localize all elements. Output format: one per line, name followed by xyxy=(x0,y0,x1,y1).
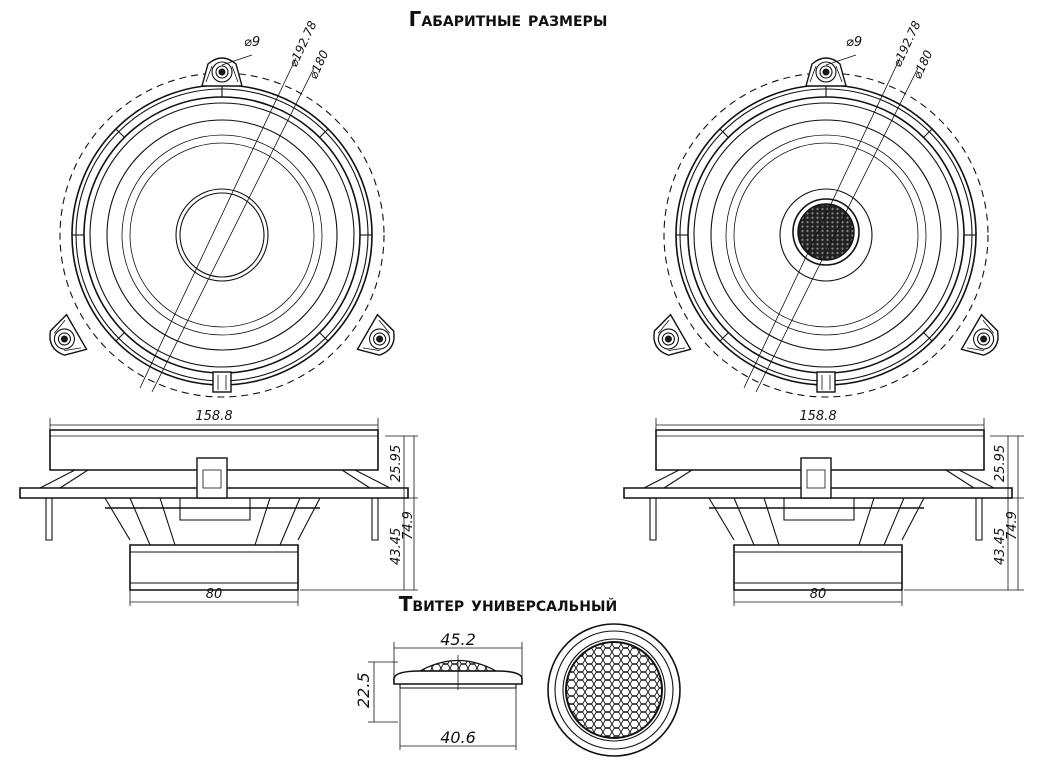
label-magnet-depth-left: 43.45 xyxy=(389,528,404,565)
main-title: Габаритные размеры xyxy=(409,7,608,31)
label-width-left: 158.8 xyxy=(195,409,232,424)
tweeter-side-view: 45.2 22.5 40.6 xyxy=(354,630,523,750)
speaker-side-left: 158.8 80 25.95 74.9 43.45 xyxy=(19,409,418,606)
label-width-right: 158.8 xyxy=(799,409,836,424)
label-total-depth-left: 74.9 xyxy=(401,511,416,540)
speaker-front-left: ⌀9 ⌀192.78 ⌀180 xyxy=(41,18,403,398)
tweeter-front-view xyxy=(547,623,681,757)
label-inner-dia-right: ⌀180 xyxy=(910,48,936,82)
speaker-side-right: 158.8 80 25.95 74.9 43.45 xyxy=(623,409,1024,606)
label-magnet-depth-right: 43.45 xyxy=(993,528,1008,565)
tweeter-title: Твитер универсальный xyxy=(399,592,617,616)
label-inner-dia-left: ⌀180 xyxy=(306,48,332,82)
label-hole-dia-right: ⌀9 xyxy=(846,35,862,50)
label-mount-depth-left: 25.95 xyxy=(389,445,404,482)
label-tweeter-height: 22.5 xyxy=(354,672,373,708)
label-mount-depth-right: 25.95 xyxy=(993,445,1008,482)
label-tweeter-top-width: 45.2 xyxy=(440,630,476,649)
label-magnet-width-left: 80 xyxy=(206,587,223,602)
label-hole-dia-left: ⌀9 xyxy=(244,35,260,50)
label-total-depth-right: 74.9 xyxy=(1005,511,1020,540)
label-magnet-width-right: 80 xyxy=(810,587,827,602)
speaker-front-right: ⌀9 ⌀192.78 ⌀180 xyxy=(645,18,1007,398)
label-tweeter-bottom-width: 40.6 xyxy=(440,728,476,747)
